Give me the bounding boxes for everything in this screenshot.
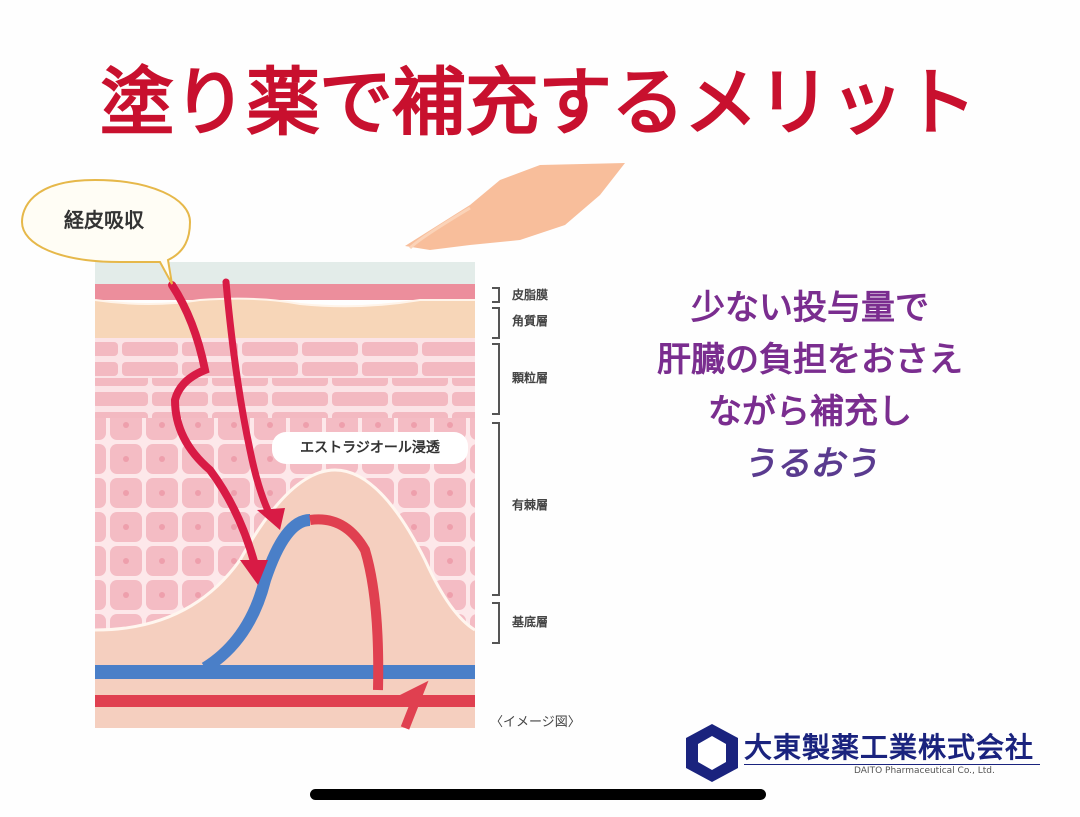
finger-icon (405, 163, 625, 250)
speech-bubble-text: 経皮吸収 (64, 208, 144, 232)
layer-label-sebum: 皮脂膜 (512, 288, 549, 302)
layer-label-corneum: 角質層 (512, 314, 549, 328)
company-name-en: DAITO Pharmaceutical Co., Ltd. (854, 766, 995, 776)
home-indicator[interactable] (310, 789, 766, 800)
layer-bracket (492, 602, 500, 644)
arrow-icon (168, 281, 259, 569)
benefit-text: 少ない投与量で 肝臓の負担をおさえ ながら補充し うるおう (600, 282, 1020, 490)
layer-label-basal: 基底層 (512, 615, 549, 629)
company-logo: 大東製薬工業株式会社 DAITO Pharmaceutical Co., Ltd… (684, 722, 1044, 782)
arrow-icon (222, 278, 274, 519)
layer-bracket (492, 307, 500, 339)
benefit-line: 肝臓の負担をおさえ (657, 340, 963, 380)
speech-bubble-icon (20, 178, 192, 285)
layer-bracket (492, 287, 500, 303)
layer-bracket (492, 343, 500, 415)
layer-label-granular: 顆粒層 (512, 371, 549, 385)
benefit-line: 少ない投与量で (691, 288, 929, 328)
layer-bracket (492, 422, 500, 596)
slide-title: 塗り薬で補充するメリット (100, 60, 977, 146)
company-name: 大東製薬工業株式会社 (744, 731, 1035, 764)
layer-label-spinous: 有棘層 (512, 498, 549, 512)
estradiol-penetration-label: エストラジオール浸透 (272, 432, 468, 464)
benefit-line: ながら補充し (708, 392, 912, 432)
logo-divider (744, 764, 1040, 765)
image-caption: 〈イメージ図〉 (490, 715, 581, 730)
benefit-line: うるおう (742, 444, 878, 484)
